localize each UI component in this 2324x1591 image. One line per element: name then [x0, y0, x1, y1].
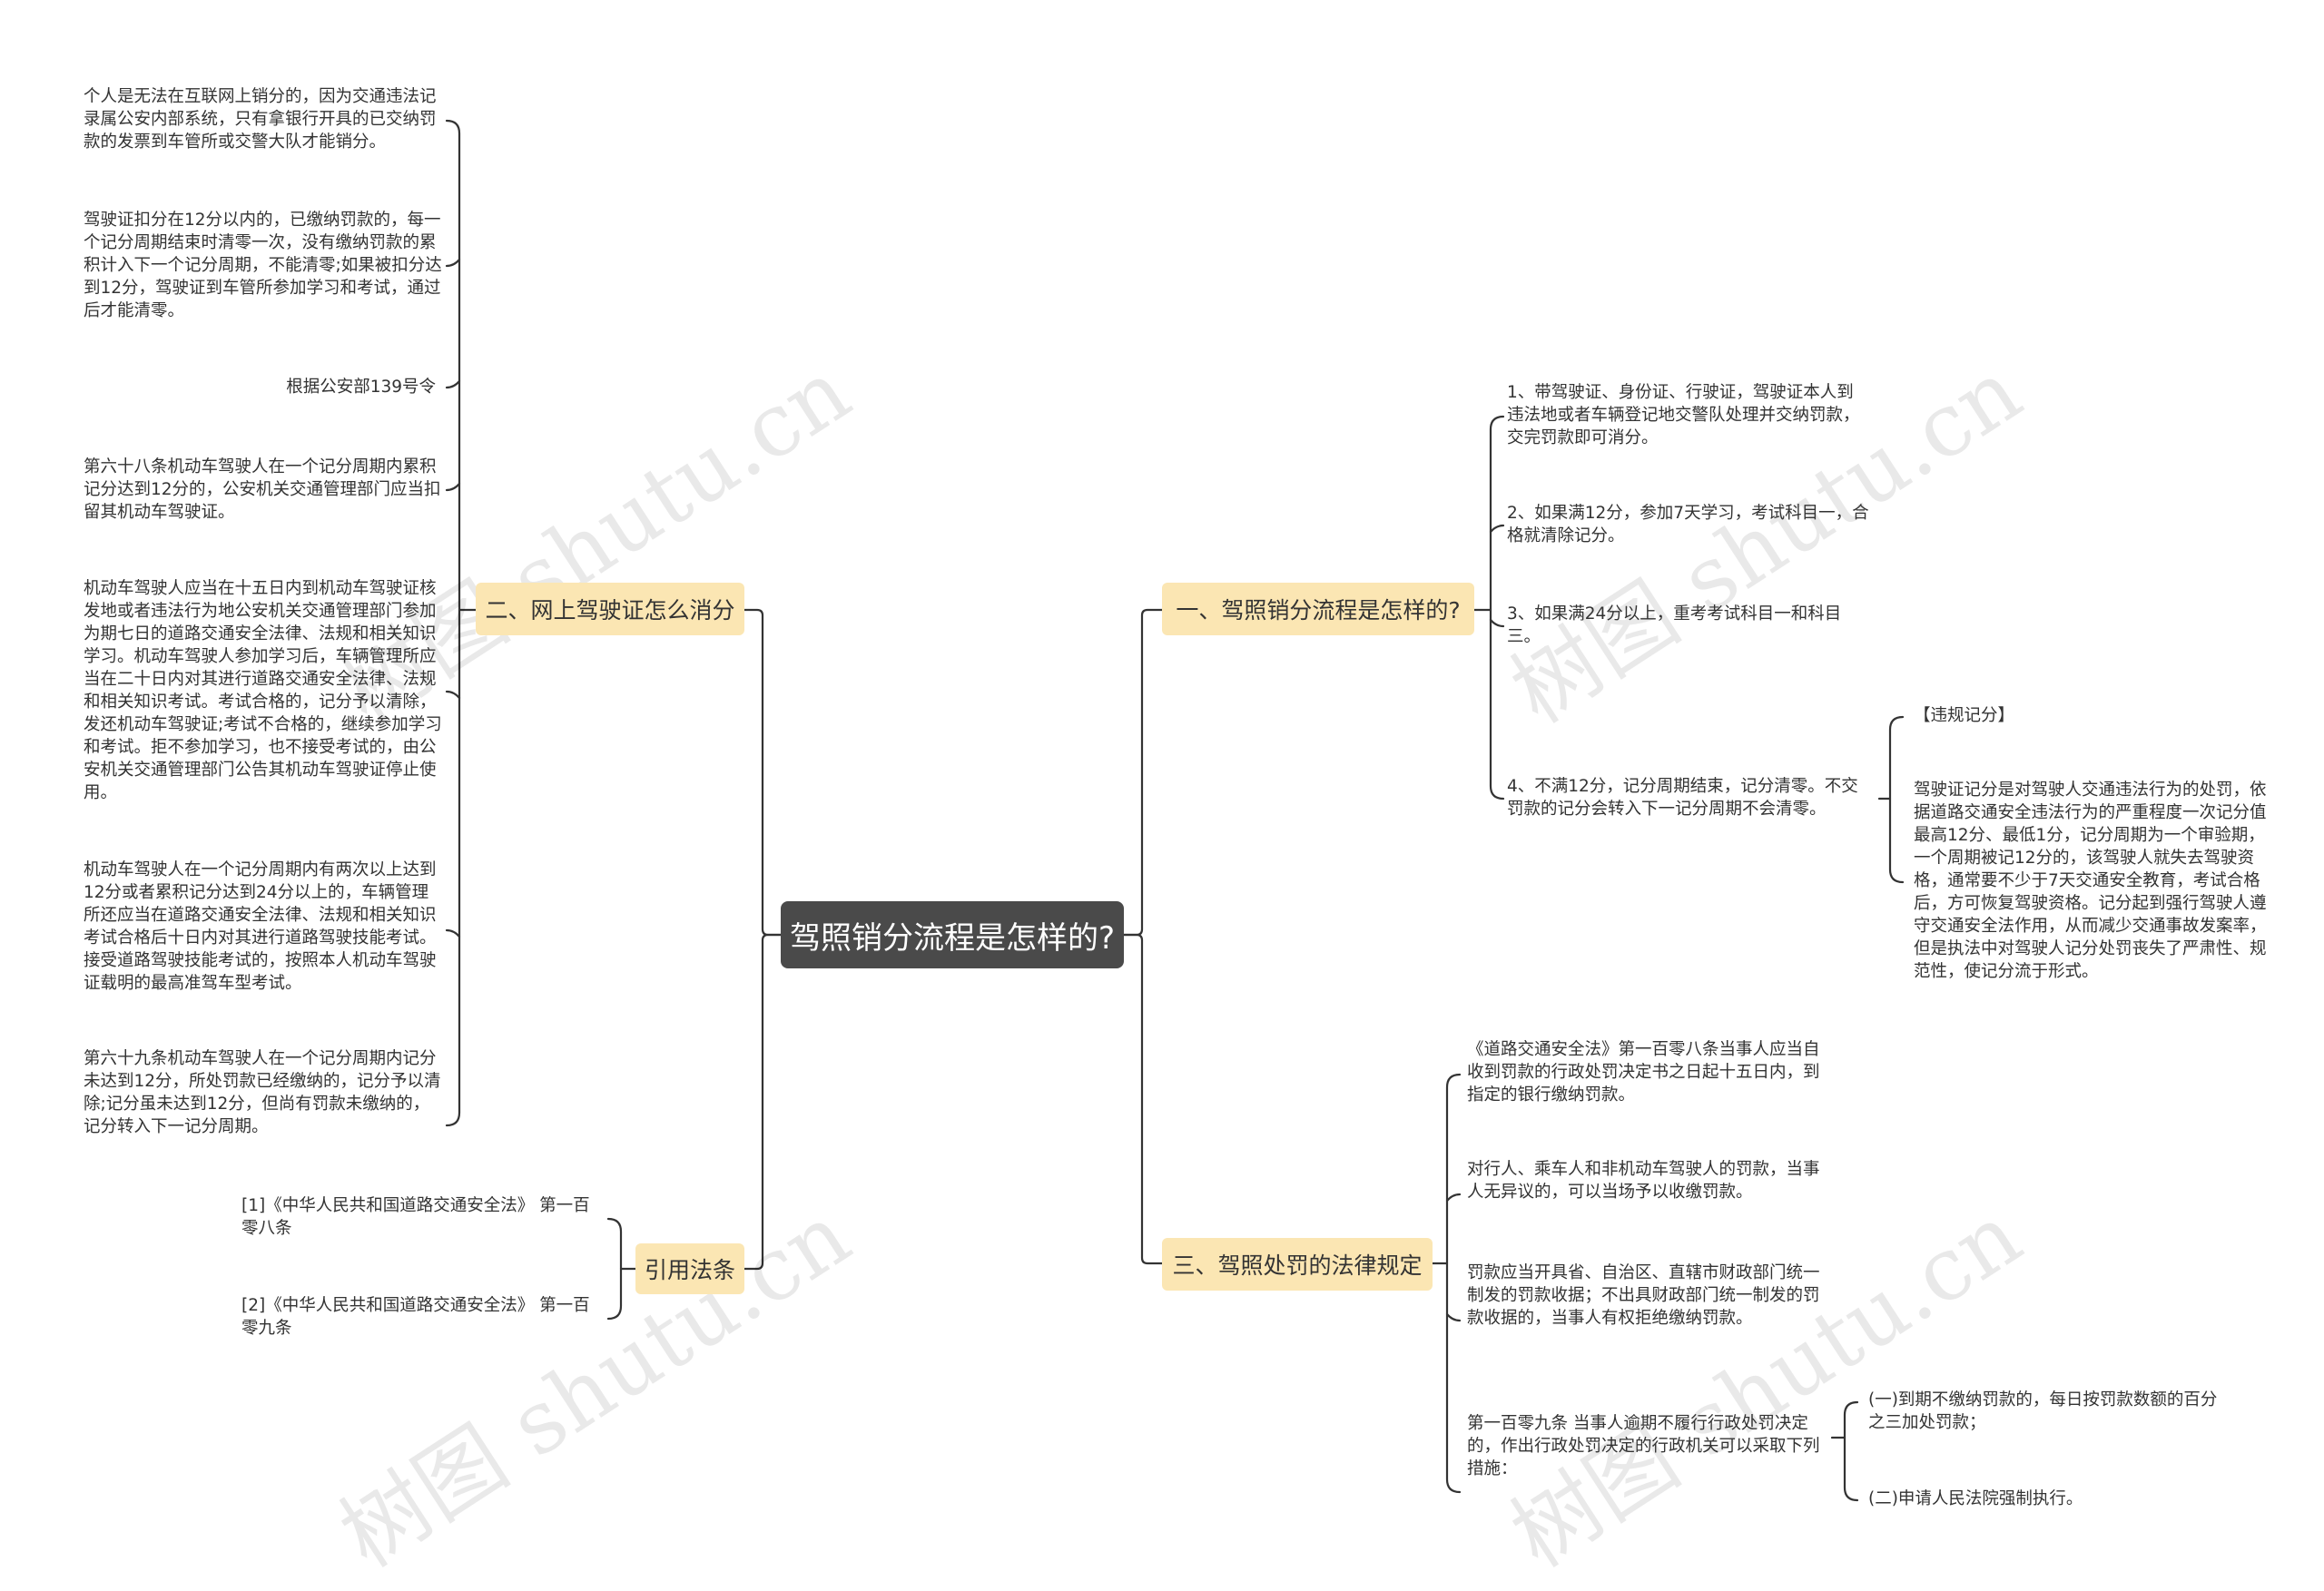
leaf-item[interactable]: 第一百零九条 当事人逾期不履行行政处罚决定的，作出行政处罚决定的行政机关可以采取… [1467, 1414, 1820, 1478]
root-topic-label: 驾照销分流程是怎样的? [789, 919, 1116, 957]
branch-label: 三、驾照处罚的法律规定 [1172, 1252, 1423, 1279]
branch-law[interactable]: 三、驾照处罚的法律规定 [1162, 1238, 1433, 1291]
leaf-item[interactable]: 4、不满12分，记分周期结束，记分清零。不交罚款的记分会转入下一记分周期不会清零… [1507, 777, 1858, 819]
leaf-item[interactable]: 1、带驾驶证、身份证、行驶证，驾驶证本人到违法地或者车辆登记地交警队处理并交纳罚… [1507, 383, 1860, 447]
leaf-item[interactable]: 2、如果满12分，参加7天学习，考试科目一，合格就清除记分。 [1507, 504, 1869, 545]
leaf-item[interactable]: 《道路交通安全法》第一百零八条当事人应当自收到罚款的行政处罚决定书之日起十五日内… [1467, 1040, 1820, 1105]
leaf-item[interactable]: 驾驶证记分是对驾驶人交通违法行为的处罚，依据道路交通安全违法行为的严重程度一次记… [1914, 781, 2267, 981]
leaf-item[interactable]: 机动车驾驶人在一个记分周期内有两次以上达到12分或者累积记分达到24分以上的，车… [84, 860, 437, 993]
leaf-item[interactable]: 第六十九条机动车驾驶人在一个记分周期内记分未达到12分，所处罚款已经缴纳的，记分… [84, 1049, 441, 1136]
ref-item[interactable]: [2]《中华人民共和国道路交通安全法》 第一百零九条 [241, 1296, 590, 1338]
branch-online-cancel[interactable]: 二、网上驾驶证怎么消分 [476, 583, 744, 635]
leaf-item[interactable]: 第六十八条机动车驾驶人在一个记分周期内累积记分达到12分的，公安机关交通管理部门… [84, 457, 441, 522]
leaf-item[interactable]: 个人是无法在互联网上销分的，因为交通违法记录属公安内部系统，只有拿银行开具的已交… [84, 87, 437, 152]
branch-label: 一、驾照销分流程是怎样的? [1176, 597, 1461, 624]
leaf-item[interactable]: (二)申请人民法院强制执行。 [1868, 1489, 2083, 1508]
leaf-item[interactable]: 3、如果满24分以上，重考考试科目一和科目三。 [1507, 604, 1842, 646]
branch-label: 引用法条 [644, 1257, 735, 1283]
leaf-item[interactable]: (一)到期不缴纳罚款的，每日按罚款数额的百分之三加处罚款； [1868, 1390, 2218, 1432]
branch-process[interactable]: 一、驾照销分流程是怎样的? [1162, 583, 1474, 635]
leaf-item[interactable]: 【违规记分】 [1914, 706, 2015, 725]
leaf-item[interactable]: 机动车驾驶人应当在十五日内到机动车驾驶证核发地或者违法行为地公安机关交通管理部门… [84, 579, 442, 802]
leaf-item[interactable]: 罚款应当开具省、自治区、直辖市财政部门统一制发的罚款收据；不出具财政部门统一制发… [1467, 1263, 1820, 1328]
root-topic[interactable]: 驾照销分流程是怎样的? [781, 901, 1124, 968]
branch-refs[interactable]: 引用法条 [635, 1243, 744, 1294]
branch-label: 二、网上驾驶证怎么消分 [485, 597, 735, 624]
ref-item[interactable]: [1]《中华人民共和国道路交通安全法》 第一百零八条 [241, 1196, 590, 1238]
leaf-item[interactable]: 根据公安部139号令 [286, 378, 436, 397]
leaf-item[interactable]: 对行人、乘车人和非机动车驾驶人的罚款，当事人无异议的，可以当场予以收缴罚款。 [1467, 1160, 1820, 1202]
leaf-item[interactable]: 驾驶证扣分在12分以内的，已缴纳罚款的，每一个记分周期结束时清零一次，没有缴纳罚… [84, 211, 442, 320]
